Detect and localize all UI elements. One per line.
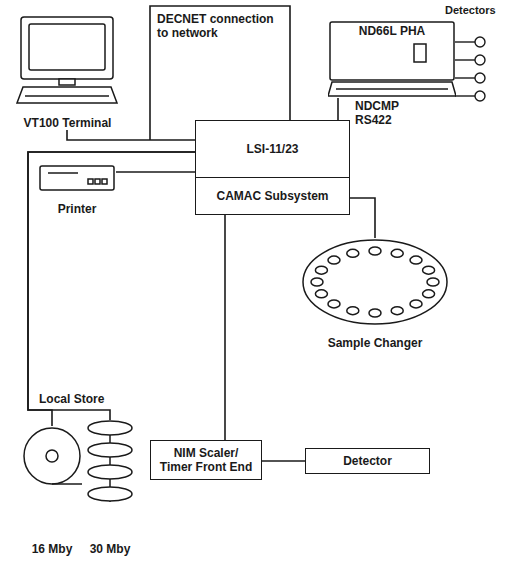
connector-line [262,460,305,462]
detectors-label: Detectors [444,4,497,17]
connector-line [224,215,226,440]
node-text: Sample Changer [328,336,423,350]
terminal-icon: VT100 Terminal [15,15,120,130]
node-text: 30 Mby [90,542,131,556]
connector-line [116,171,195,173]
printer-icon: Printer [38,162,116,216]
connector-line [28,152,195,420]
sample-changer-drawing [300,238,450,350]
sample-changer: Sample Changer [300,238,450,350]
node-text: CAMAC Subsystem [216,189,328,203]
node-text: Printer [58,202,97,216]
disk-pack: 30 Mby [85,420,135,556]
node-text: Detector [343,454,392,468]
node-text: 16 Mby [32,542,73,556]
node-text: NIM Scaler/ Timer Front End [157,446,255,475]
detector-symbols [455,37,485,101]
node-text: ND66L PHA [359,24,425,38]
analyser-unit: ND66L PHA [328,20,456,98]
interface-box: CAMAC Subsystem [195,177,350,215]
connector-line [67,130,195,140]
scaler-box: NIM Scaler/ Timer Front End [150,440,262,480]
connector-line [28,152,195,426]
tape-reel-drawing [20,426,84,556]
tape-reel: 16 Mby [20,426,84,556]
store-label: Local Store [38,392,105,406]
node-text: VT100 Terminal [24,116,112,130]
detector-box: Detector [305,448,430,474]
disk-pack-drawing [85,420,135,556]
connector-label: NDCMP RS422 [354,99,406,128]
network-label: DECNET connection to network [156,12,286,41]
terminal-icon-drawing [15,15,120,130]
connector-line [350,198,375,238]
node-text: LSI-11/23 [246,142,298,156]
computer-box: LSI-11/23 [195,120,350,178]
connector-line [337,98,339,120]
